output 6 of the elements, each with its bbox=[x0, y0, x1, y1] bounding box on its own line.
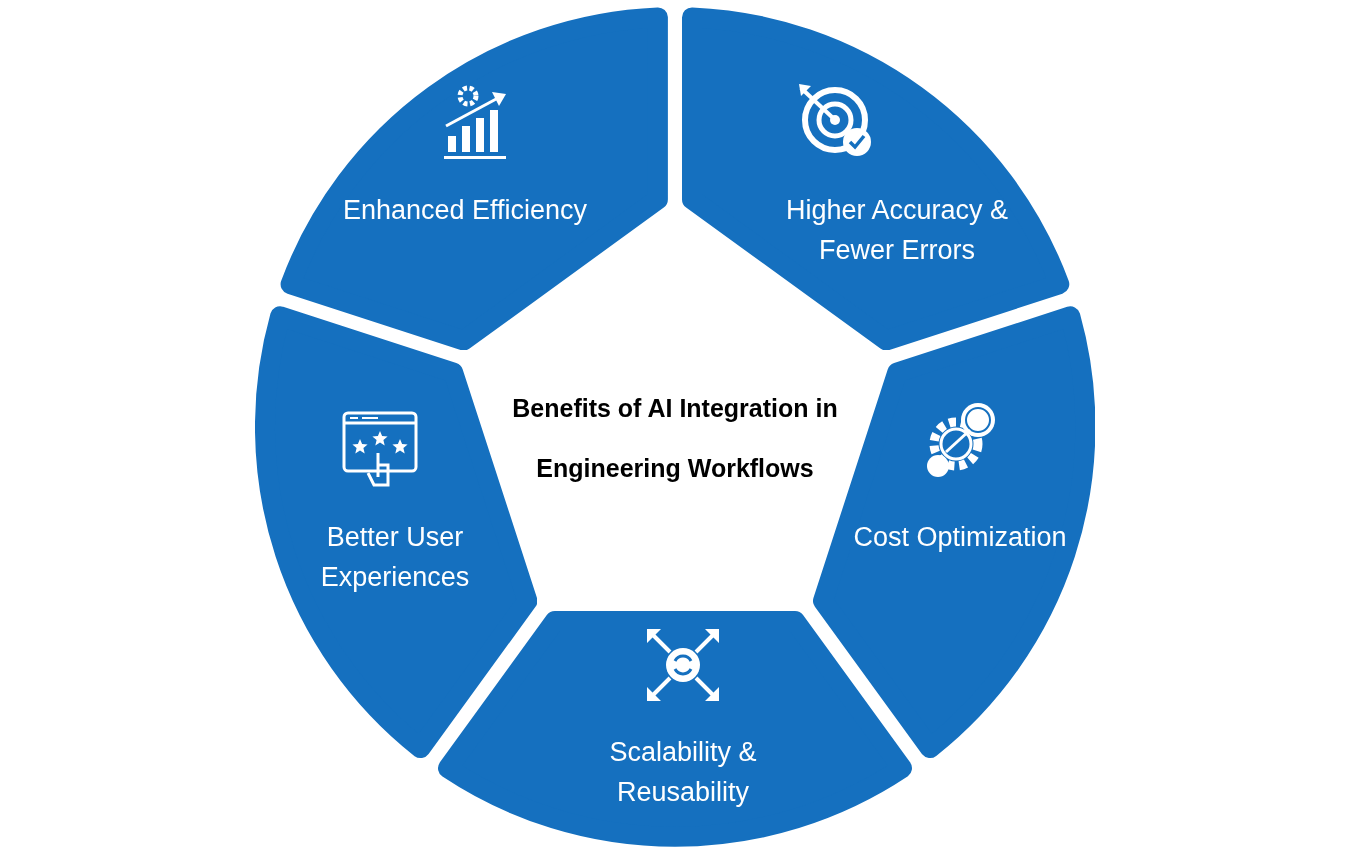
segment-label: Better User Experiences bbox=[319, 521, 471, 594]
segment-label: Enhanced Efficiency bbox=[341, 194, 589, 227]
segment-label: Scalability & Reusability bbox=[608, 736, 758, 809]
diagram-title: Benefits of AI Integration in Engineering Workflows bbox=[511, 393, 839, 484]
segment-label: Cost Optimization bbox=[852, 521, 1068, 554]
segment-label: Higher Accuracy & Fewer Errors bbox=[784, 194, 1010, 267]
